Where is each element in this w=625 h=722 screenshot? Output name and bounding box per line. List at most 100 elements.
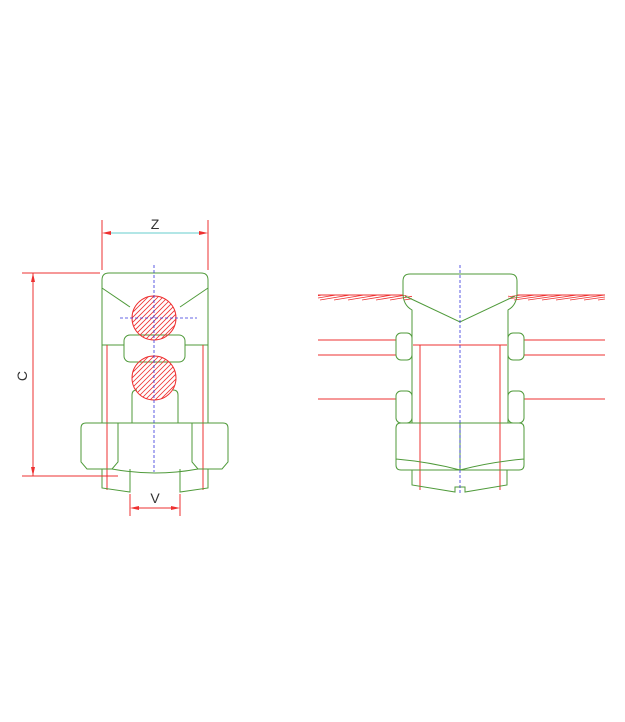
hatch-line	[195, 285, 255, 345]
hatch-line	[355, 285, 415, 345]
spacer	[123, 334, 186, 363]
hatch-line	[132, 356, 176, 400]
hatch-line	[132, 296, 176, 340]
bolt-head	[402, 273, 518, 423]
hatch-line	[425, 285, 485, 345]
hatch-line	[275, 345, 335, 405]
hatch-line	[132, 356, 146, 400]
hatch-line	[134, 296, 176, 340]
hatch-line	[305, 345, 365, 405]
hatch-line	[380, 285, 440, 345]
hatch-line	[152, 280, 272, 300]
hatch-line	[139, 296, 176, 340]
hatch-line	[166, 280, 286, 300]
hatch-line	[285, 285, 345, 345]
hatch-line	[330, 345, 390, 405]
hatch-line	[96, 280, 216, 300]
hatch-line	[200, 345, 260, 405]
hatch-line	[390, 285, 450, 345]
dimension-z-label: Z	[151, 216, 160, 232]
hatch-line	[210, 285, 270, 345]
hatch-line	[475, 345, 535, 405]
hatch-line	[180, 280, 300, 300]
hatch-line	[70, 345, 130, 405]
hatch-line	[0, 285, 50, 345]
centerline	[120, 265, 197, 472]
hatch-line	[50, 285, 110, 345]
hatch-line	[0, 345, 60, 405]
hatch-line	[319, 295, 412, 301]
hatch-line	[132, 356, 141, 400]
hatch-line	[485, 285, 545, 345]
hatch-line	[0, 345, 10, 405]
hatch-line	[480, 285, 540, 345]
clamp-body	[101, 272, 209, 423]
leg-left	[101, 469, 131, 493]
hatch-line	[154, 296, 176, 340]
hatch-line	[164, 356, 176, 400]
hatch-line	[65, 285, 125, 345]
hatch-line	[385, 345, 445, 405]
conductor-upper	[0, 285, 550, 345]
hatch-line	[138, 280, 258, 300]
hatch-line	[510, 345, 570, 405]
hatch-line	[255, 345, 315, 405]
hatch-line	[20, 285, 80, 345]
hatch-line	[192, 280, 332, 300]
hatch-line	[124, 280, 244, 300]
hatch-line	[0, 285, 60, 345]
hatch-line	[614, 280, 625, 300]
hatch-line	[149, 296, 176, 340]
hatch-line	[400, 285, 460, 345]
hatch-line	[290, 285, 350, 345]
hatch-line	[410, 345, 470, 405]
hatch-line	[480, 345, 540, 405]
hatch-line	[495, 345, 555, 405]
hatch-line	[425, 345, 485, 405]
hatch-line	[25, 285, 85, 345]
hatch-line	[54, 280, 174, 300]
hatch-line	[122, 280, 262, 300]
hatch-line	[26, 280, 146, 300]
hatch-line	[0, 280, 62, 300]
hatch-line	[132, 296, 161, 340]
hatch-line	[333, 295, 412, 301]
hatch-line	[245, 345, 305, 405]
hatch-line	[139, 356, 176, 400]
hatch-line	[410, 285, 470, 345]
mounted-section-view	[0, 265, 625, 495]
hatch-line	[505, 345, 565, 405]
hatch-line	[5, 285, 65, 345]
hatch-line	[132, 356, 161, 400]
hatch-line	[335, 285, 395, 345]
hatch-line	[185, 345, 245, 405]
hatch-line	[180, 285, 240, 345]
hatch-line	[225, 285, 285, 345]
hatch-line	[0, 285, 25, 345]
hatch-line	[285, 345, 345, 405]
hatch-line	[174, 356, 176, 400]
hatch-line	[194, 280, 314, 300]
hatch-line	[318, 295, 329, 301]
hatch-line	[544, 280, 625, 300]
hatch-line	[215, 345, 275, 405]
hatch-line	[305, 285, 365, 345]
washer-right	[507, 332, 525, 361]
hatch-line	[340, 345, 400, 405]
hatch-line	[490, 285, 550, 345]
hatch-line	[375, 345, 435, 405]
hatch-line	[508, 295, 605, 301]
hatch-line	[315, 345, 375, 405]
hatch-line	[40, 280, 160, 300]
hatch-line	[144, 356, 176, 400]
leg-right	[179, 469, 209, 493]
hatch-line	[164, 296, 176, 340]
hatch-line	[200, 285, 260, 345]
hatch-line	[445, 345, 505, 405]
hatch-line	[164, 280, 304, 300]
hatch-line	[260, 345, 320, 405]
bolt-end	[411, 470, 508, 493]
hatch-line	[60, 345, 120, 405]
hatch-line	[385, 285, 445, 345]
